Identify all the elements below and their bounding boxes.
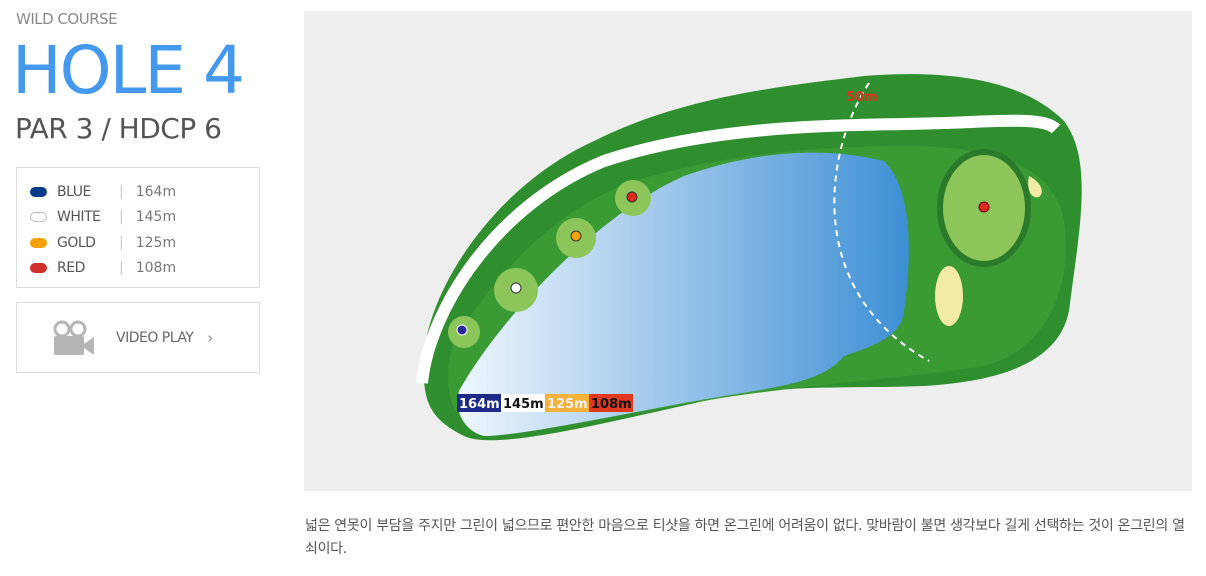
video-play-button[interactable]: VIDEO PLAY › <box>16 302 260 373</box>
tee-name: RED <box>57 260 85 277</box>
tee-white: WHITE | 145m <box>17 205 259 231</box>
hole-title: HOLE 4 <box>12 32 245 109</box>
distance-chip-white <box>501 394 545 412</box>
chevron-right-icon: › <box>207 328 214 347</box>
pond <box>457 152 909 436</box>
tee-name: GOLD <box>57 234 96 251</box>
tee-name: WHITE <box>57 209 101 226</box>
cart-path <box>416 114 1061 384</box>
tee-color-icon <box>30 263 47 274</box>
par-hdcp: PAR 3 / HDCP 6 <box>15 112 222 145</box>
tee-name: BLUE <box>57 183 91 200</box>
divider: | <box>119 183 124 200</box>
hole-map: 50m 164m 145m 125m 108m <box>304 11 1192 491</box>
hole-description: 넓은 연못이 부담을 주지만 그린이 넓으므로 편안한 마음으로 티샷을 하면 … <box>305 518 1185 557</box>
distance-chip-red <box>589 394 633 412</box>
tee-distance: 125m <box>135 234 177 251</box>
divider: | <box>119 260 124 277</box>
tee-marker-gold <box>570 230 582 242</box>
video-play-label: VIDEO PLAY <box>116 329 194 346</box>
tee-color-icon <box>30 212 47 223</box>
divider: | <box>119 234 124 251</box>
tee-distance: 145m <box>135 209 177 226</box>
distance-chip-text: 145m <box>503 397 544 412</box>
marker-label: 50m <box>846 90 878 105</box>
tee-distance-list: BLUE | 164m WHITE | 145m GOLD | 125m RED | 108m <box>16 167 260 288</box>
pin-marker <box>978 201 990 213</box>
tee-red: RED | 108m <box>17 256 259 282</box>
tee-marker-red <box>626 191 638 203</box>
distance-chip-text: 125m <box>547 397 588 412</box>
tee-gold: GOLD | 125m <box>17 230 259 256</box>
tee-color-icon <box>30 237 47 248</box>
distance-chip-text: 164m <box>459 397 500 412</box>
tee-color-icon <box>30 186 47 197</box>
tee-distance: 164m <box>135 183 177 200</box>
distance-chip-gold <box>545 394 589 412</box>
distance-arc <box>833 82 930 362</box>
tee-blue: BLUE | 164m <box>17 179 259 205</box>
distance-chip-text: 108m <box>591 397 632 412</box>
video-camera-icon <box>53 320 94 355</box>
bunker <box>935 266 963 326</box>
tee-distance: 108m <box>135 260 177 277</box>
hole-map-drawing: 50m 164m 145m 125m 108m <box>416 74 1082 441</box>
tee-marker-white <box>510 282 522 294</box>
distance-chip-blue <box>457 394 501 412</box>
course-name: WILD COURSE <box>16 10 118 28</box>
divider: | <box>119 209 124 226</box>
tee-marker-blue <box>456 324 468 336</box>
bunker <box>1028 176 1042 198</box>
